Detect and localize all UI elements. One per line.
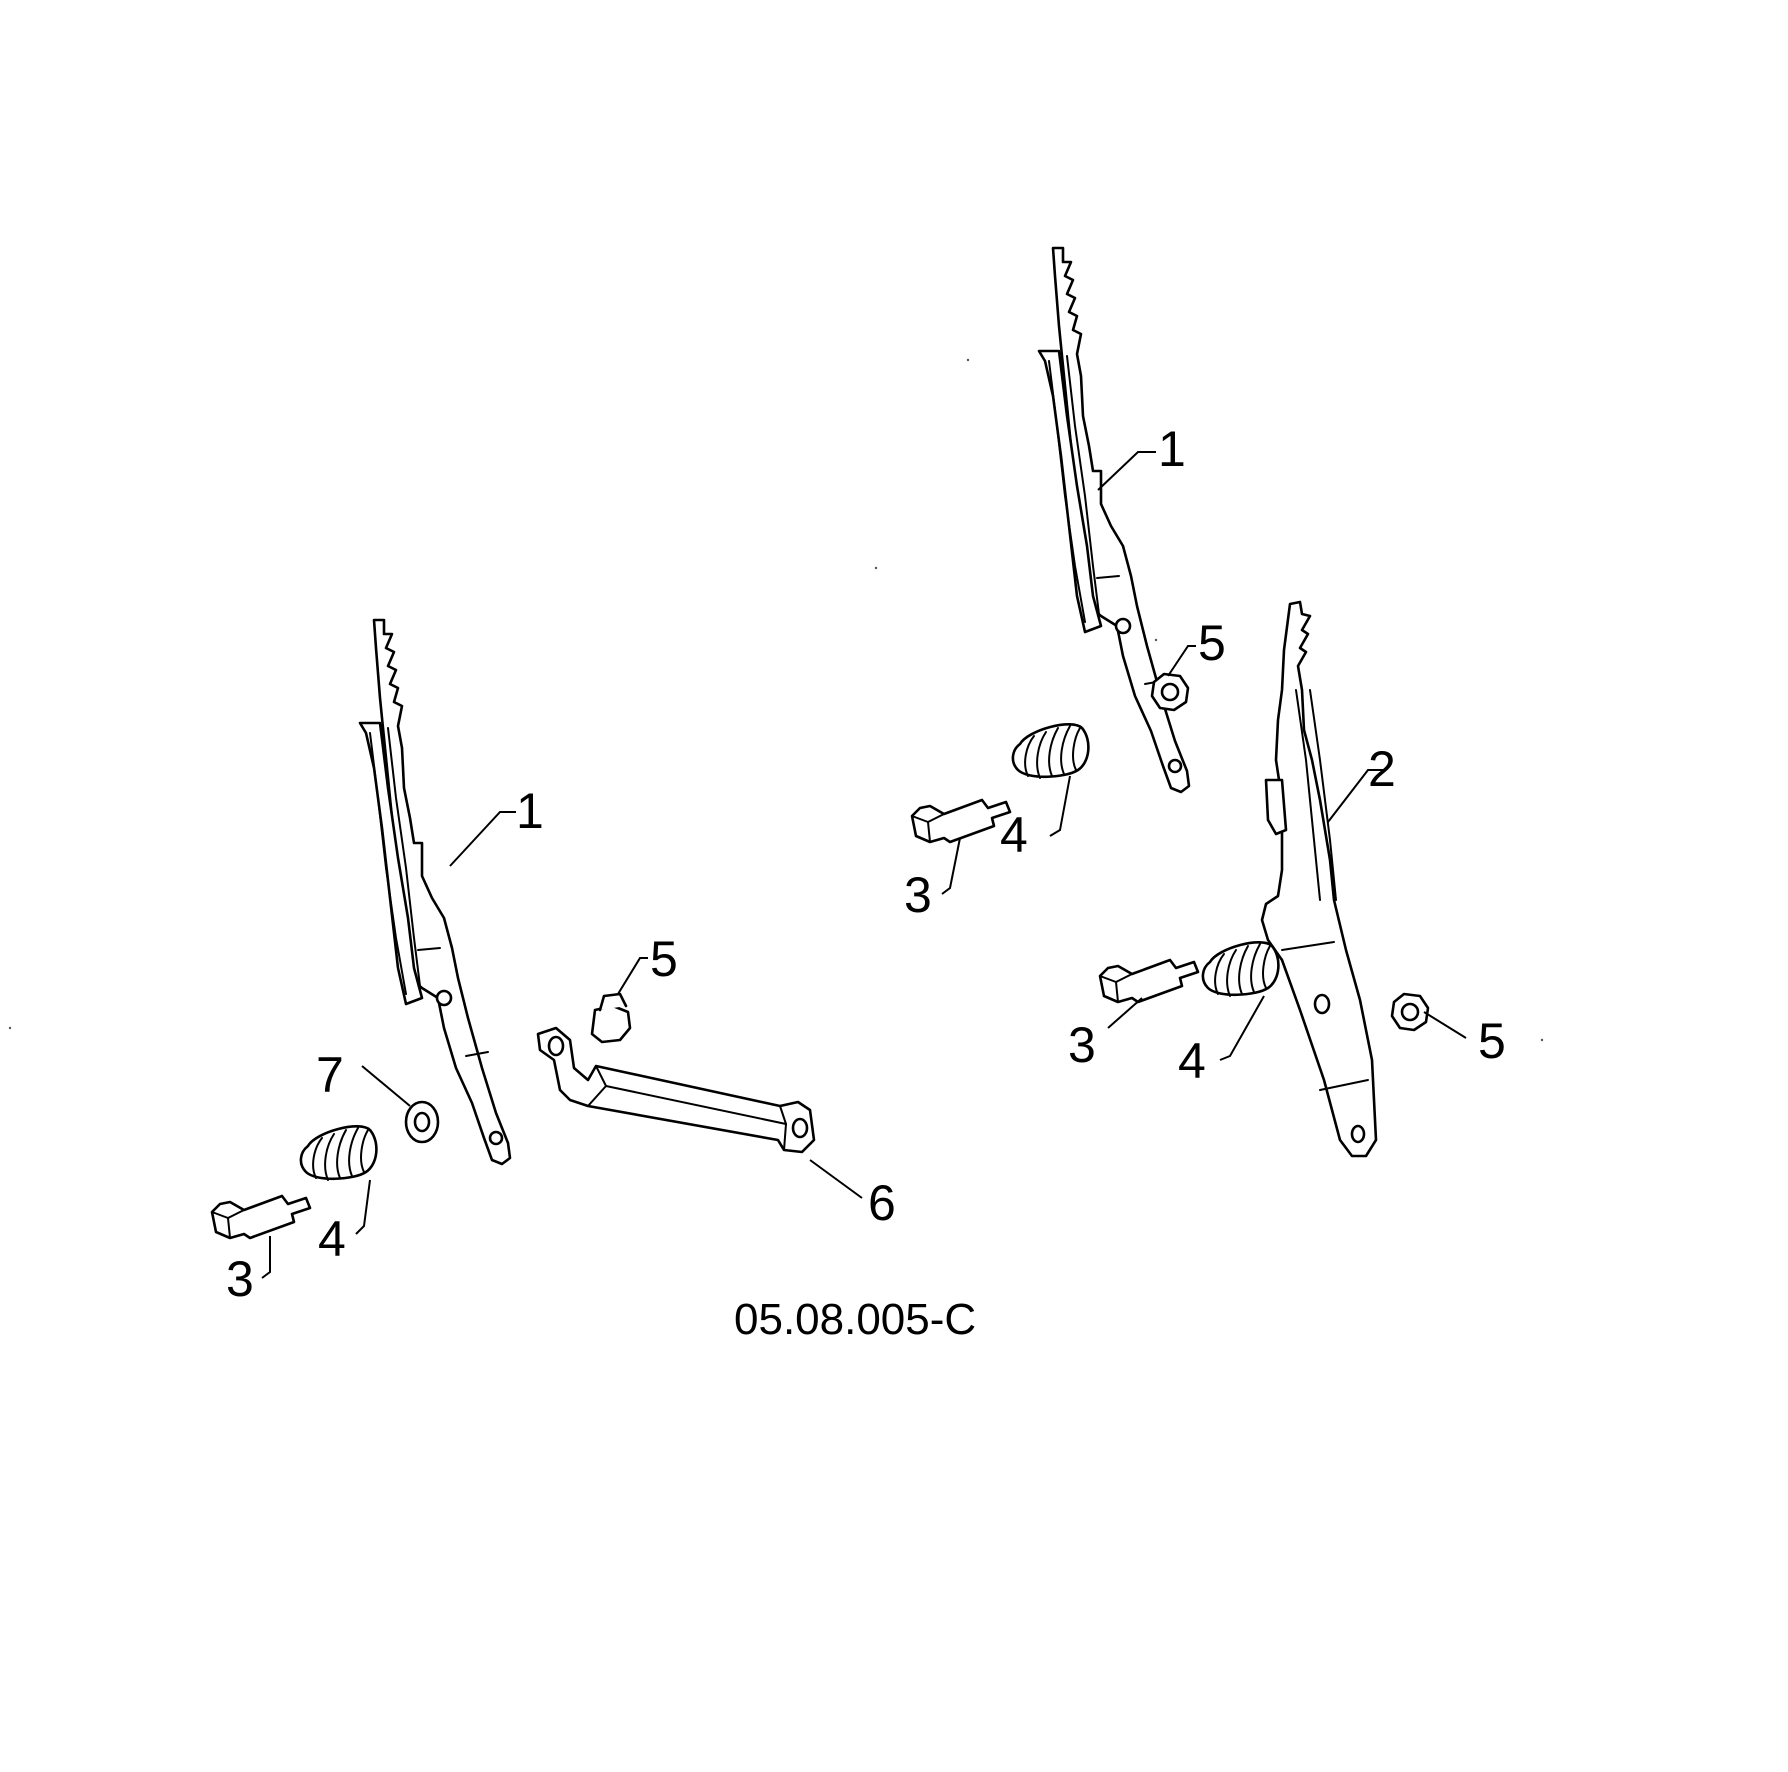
right-spring [1201,941,1280,998]
leader-lines [261,451,1467,1279]
right-nut [1390,992,1430,1032]
callout-upper-bracket: 1 [1158,421,1186,477]
callout-upper-nut: 5 [1198,615,1226,671]
callout-right-bracket: 2 [1368,741,1396,797]
left-nut [590,992,632,1044]
left-bolt [210,1194,312,1240]
upper-nut [1150,672,1190,712]
right-bolt [1098,958,1200,1004]
callout-right-bolt: 3 [1068,1017,1096,1073]
callout-upper-spring: 4 [1000,807,1028,863]
callout-right-nut: 5 [1478,1013,1506,1069]
link-arm [536,1026,816,1154]
upper-bracket [1037,246,1191,794]
upper-bolt [910,798,1012,844]
upper-spring [1011,723,1090,780]
callout-left-bracket: 1 [516,783,544,839]
callout-left-nut: 5 [650,931,678,987]
callout-link-arm: 6 [868,1175,896,1231]
left-washer [404,1100,440,1144]
callout-left-spring: 4 [318,1211,346,1267]
callout-left-washer: 7 [316,1047,344,1103]
callout-upper-bolt: 3 [904,867,932,923]
callout-right-spring: 4 [1178,1033,1206,1089]
drawing-code: 05.08.005-C [734,1295,976,1344]
callout-left-bolt: 3 [226,1251,254,1307]
right-bracket [1260,600,1378,1158]
scan-specks [8,358,1544,1042]
left-spring [299,1125,378,1182]
